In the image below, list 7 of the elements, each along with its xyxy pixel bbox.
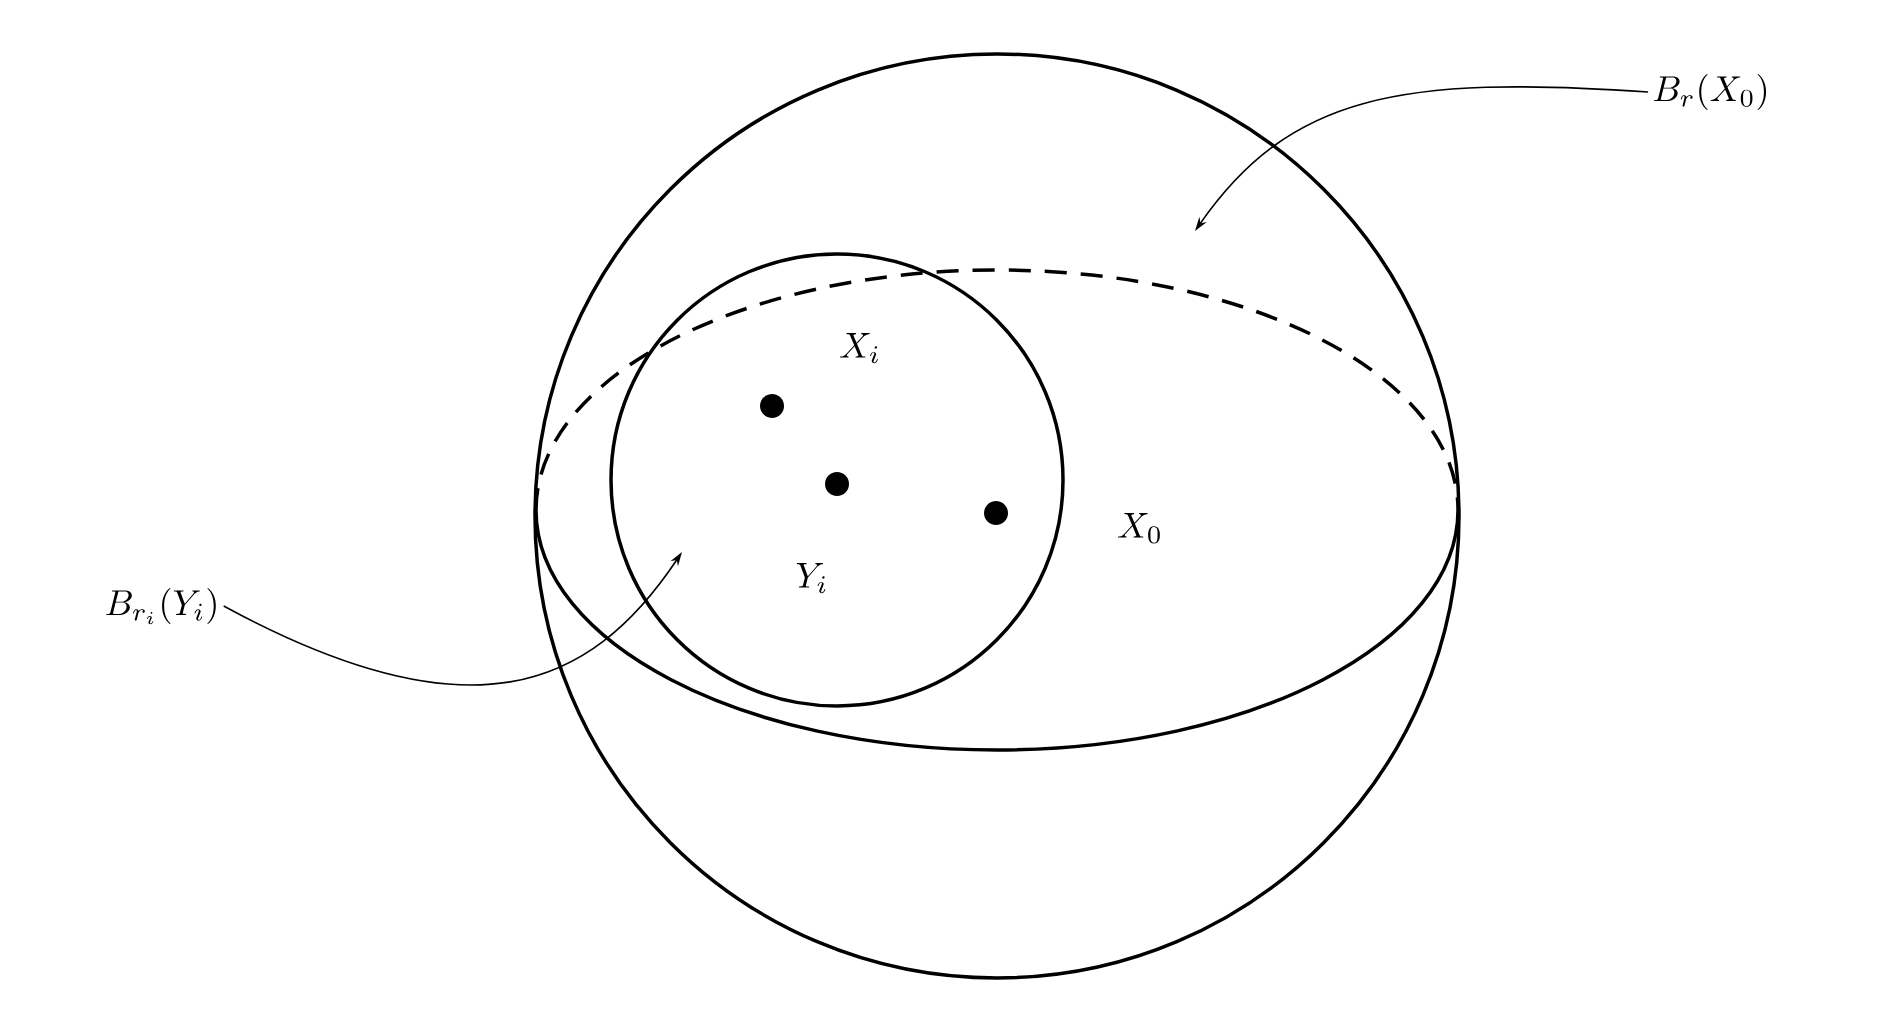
point-label: $X_0$ <box>1118 513 1160 544</box>
point-label: $Y_i$ <box>796 563 826 594</box>
inner-ball <box>609 252 1065 708</box>
sphere <box>533 52 1461 980</box>
math-label: $B_r(X_0)$ <box>1653 74 1766 110</box>
point-label: $X_i$ <box>840 333 878 364</box>
math-label: $B_{r_i}(Y_i)$ <box>106 588 216 625</box>
